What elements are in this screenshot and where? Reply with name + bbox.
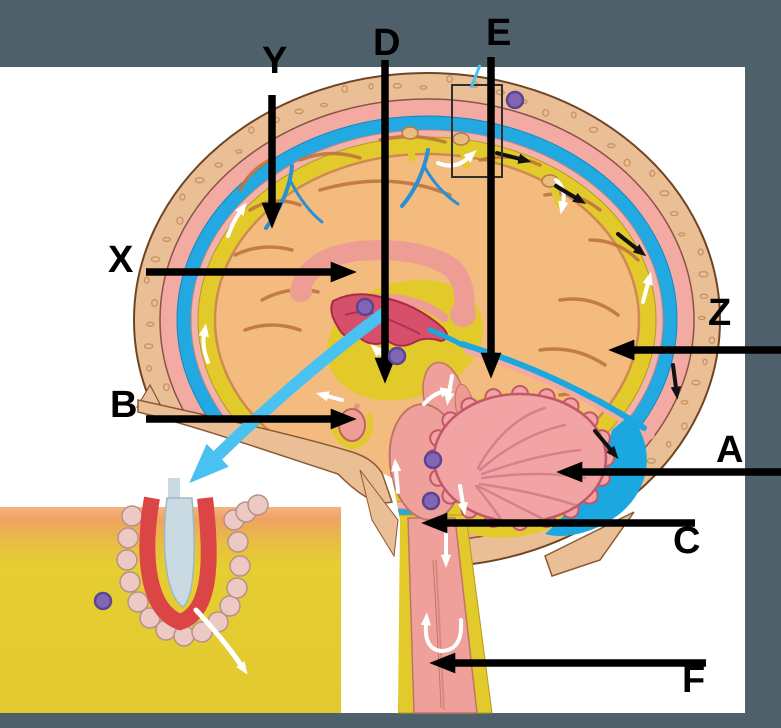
label-D: D	[373, 22, 401, 64]
label-leader-arrows	[146, 57, 781, 674]
villus-outflow-arrow	[193, 607, 248, 675]
superior-cerebral-veins	[264, 148, 460, 230]
csf-marker-dot	[355, 297, 375, 317]
magnifier-tick-line	[469, 64, 482, 89]
label-A: A	[716, 429, 744, 471]
csf-marker-dot	[93, 591, 113, 611]
label-X: X	[108, 239, 134, 281]
label-B: B	[110, 384, 138, 426]
csf-marker-dots	[93, 90, 525, 611]
csf-marker-dot	[505, 90, 525, 110]
magnifier-box	[451, 84, 503, 178]
skull-base	[136, 383, 635, 577]
villus-inset	[0, 478, 341, 713]
villus-red-wall	[139, 496, 217, 631]
venous-flow-arrows	[495, 151, 681, 459]
label-F: F	[682, 659, 706, 701]
label-Z: Z	[708, 292, 732, 334]
csf-marker-dot	[423, 450, 443, 470]
villus-csf-core	[163, 497, 195, 608]
csf-marker-dot	[387, 346, 407, 366]
head-section	[0, 72, 721, 714]
villus-cap-cells	[116, 494, 269, 647]
straight-sinus	[459, 341, 647, 431]
csf-marker-dot	[421, 491, 441, 511]
label-C: C	[673, 520, 701, 562]
inset-callout-arrow	[189, 308, 389, 484]
label-E: E	[486, 12, 512, 54]
great-cerebral-vein	[427, 327, 465, 348]
csf-flow-arrows	[198, 150, 653, 654]
villus-csf-stalk	[168, 478, 180, 502]
label-Y: Y	[262, 40, 288, 82]
